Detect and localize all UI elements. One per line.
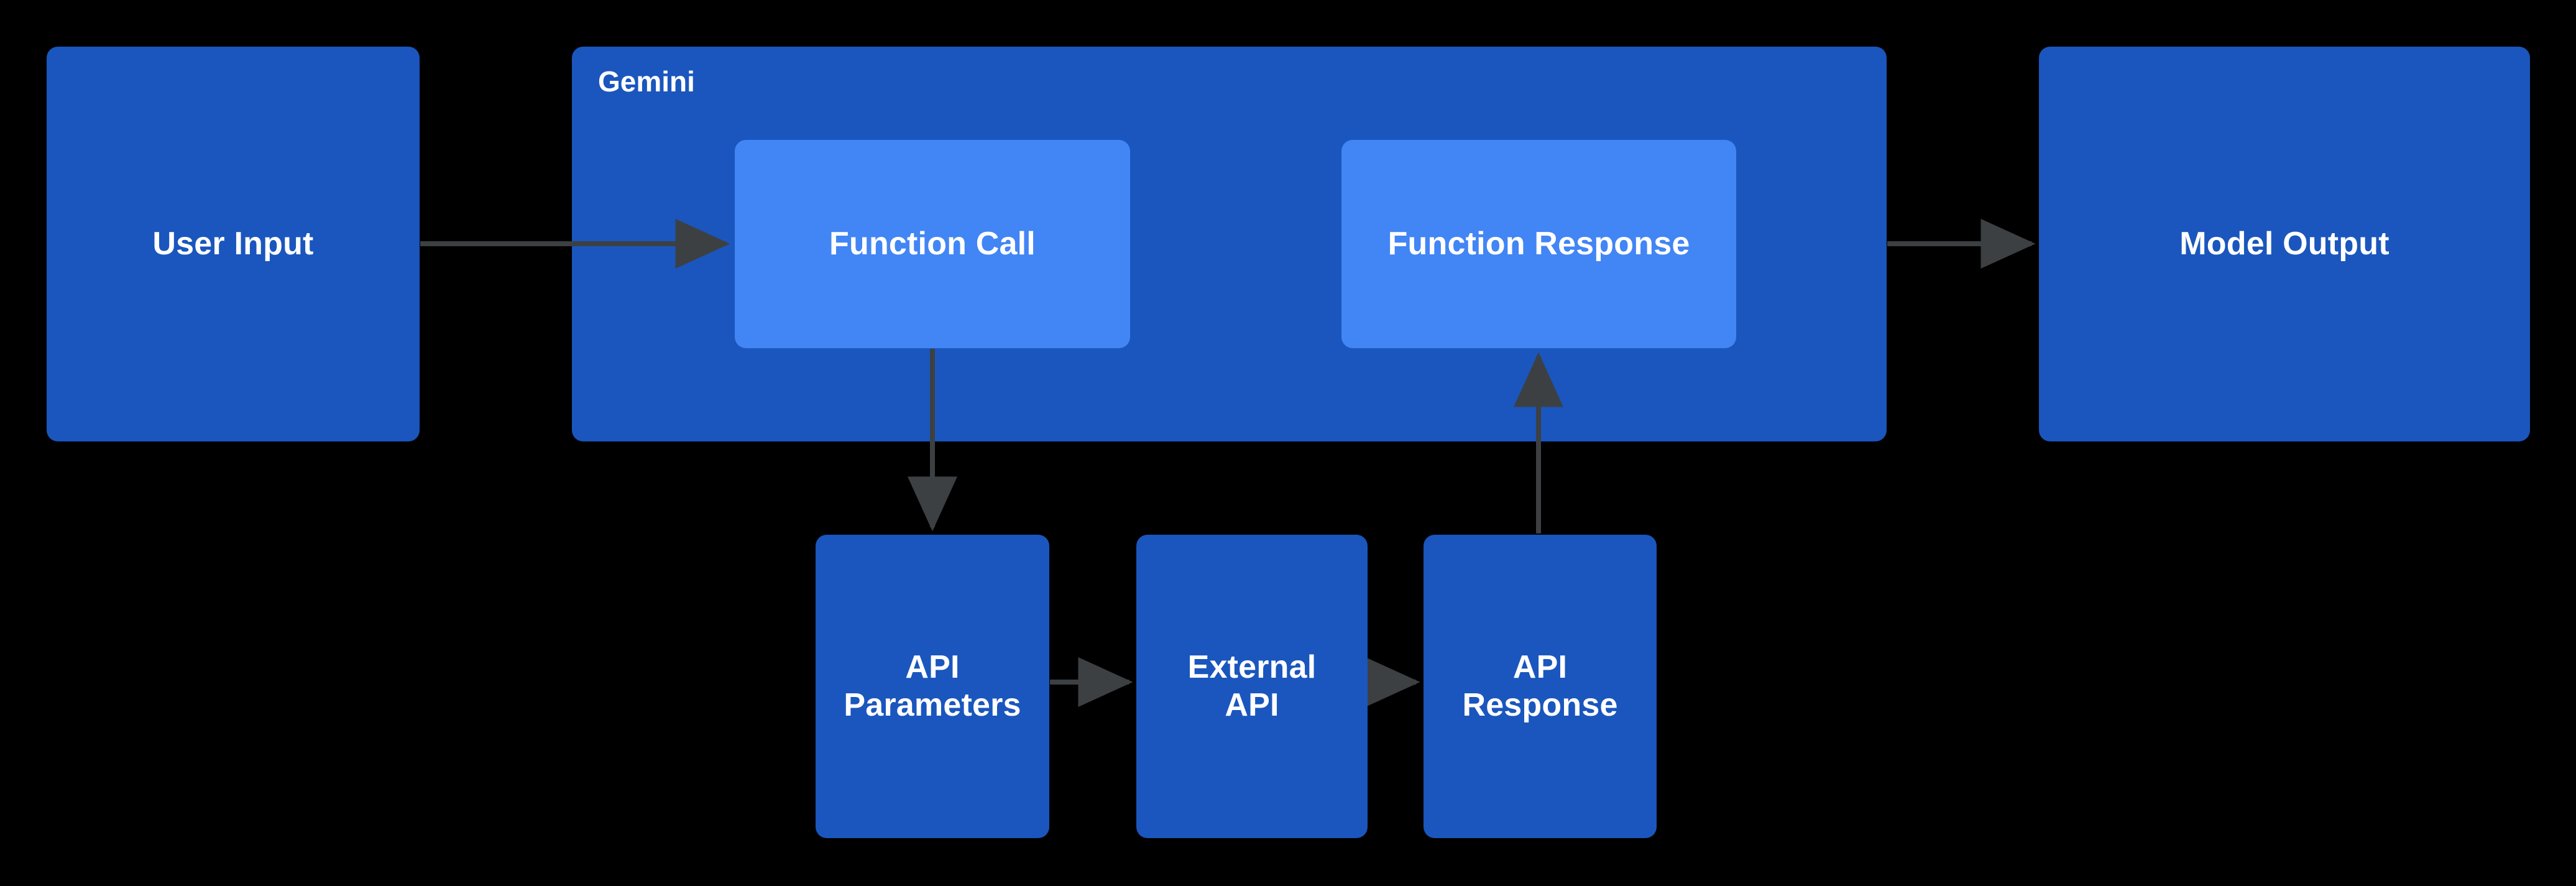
node-model-output[interactable]: Model Output (2039, 47, 2530, 441)
gemini-group-label: Gemini (598, 65, 695, 98)
node-api-response[interactable]: API Response (1424, 535, 1657, 838)
node-user-input-label: User Input (152, 225, 314, 262)
node-api-parameters[interactable]: API Parameters (816, 535, 1049, 838)
node-external-api-label: External API (1187, 648, 1317, 723)
node-model-output-label: Model Output (2179, 225, 2390, 262)
node-api-parameters-label: API Parameters (844, 648, 1021, 723)
node-user-input[interactable]: User Input (47, 47, 420, 441)
node-function-call[interactable]: Function Call (735, 140, 1130, 348)
node-api-response-label: API Response (1462, 648, 1618, 723)
node-function-call-label: Function Call (829, 225, 1036, 262)
node-function-response[interactable]: Function Response (1341, 140, 1736, 348)
node-function-response-label: Function Response (1387, 225, 1690, 262)
node-external-api[interactable]: External API (1136, 535, 1368, 838)
